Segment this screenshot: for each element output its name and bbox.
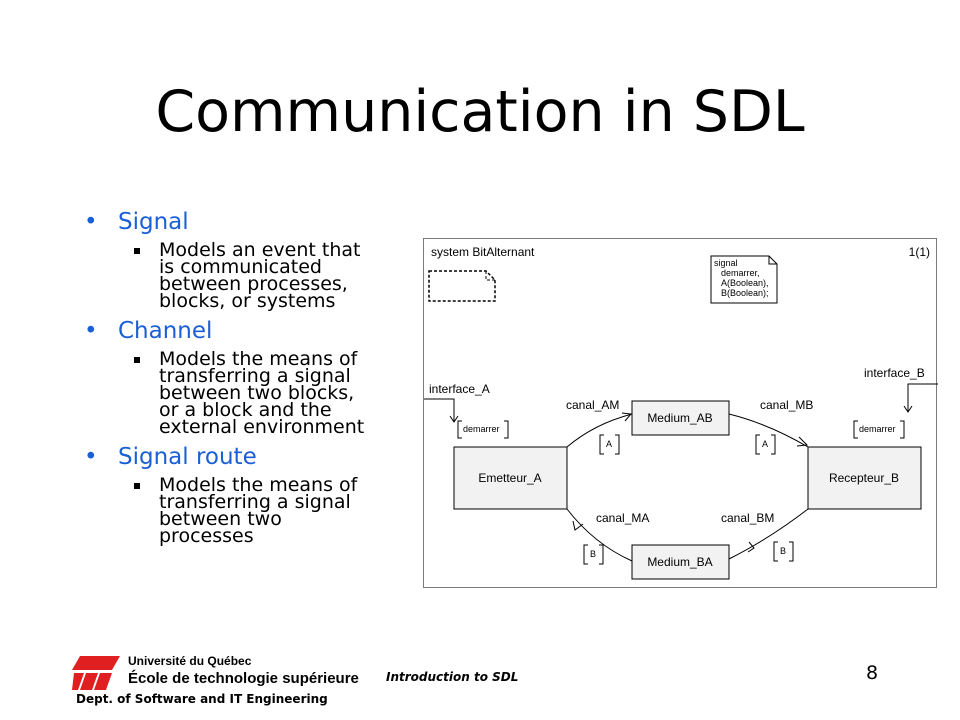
canal-ma-label: canal_MA <box>596 511 649 525</box>
sub-bullet-line: Models the means of <box>159 474 358 496</box>
slide-title: Communication in SDL <box>155 79 805 145</box>
bullet-label: Channel <box>84 316 404 346</box>
signal-list-text: A <box>762 439 768 449</box>
block-recepteur-b: Recepteur_B <box>807 446 922 510</box>
sub-bullet-line: blocks, or systems <box>159 290 336 312</box>
signal-declaration-note: signal demarrer, A(Boolean), B(Boolean); <box>710 255 778 304</box>
bullet-signal: Signal Models an event that is communica… <box>84 207 404 312</box>
sub-bullet-line: or a block and the <box>159 399 332 421</box>
sub-bullet: Models the means of transferring a signa… <box>84 348 404 438</box>
page-ref: 1(1) <box>909 245 930 259</box>
block-label: Medium_AB <box>647 411 712 425</box>
block-medium-ba: Medium_BA <box>631 544 730 580</box>
signal-list-a-left: A <box>599 434 620 455</box>
signal-list-b-left: B <box>583 544 604 565</box>
canal-mb-label: canal_MB <box>760 398 813 412</box>
package-symbol <box>428 270 496 302</box>
channel-canal-bm <box>728 508 809 560</box>
sub-bullet-line: external environment <box>159 416 365 438</box>
ets-logo-icon <box>72 656 120 690</box>
interface-a-label: interface_A <box>429 382 490 396</box>
block-medium-ab: Medium_AB <box>631 400 730 436</box>
sub-bullet-line: processes <box>159 525 254 547</box>
signal-list-a-right: A <box>755 434 776 455</box>
signal-list-text: demarrer <box>859 424 896 434</box>
signal-list-demarrer-b: demarrer <box>853 420 905 439</box>
sub-bullet-line: between two blocks, <box>159 382 355 404</box>
block-label: Emetteur_A <box>478 471 541 485</box>
channel-canal-am <box>566 412 633 448</box>
sdl-diagram-canvas: system BitAlternant 1(1) signal demarrer… <box>424 245 938 580</box>
block-label: Medium_BA <box>647 555 712 569</box>
bullet-list: Signal Models an event that is communica… <box>84 207 404 551</box>
school-name: École de technologie supérieure <box>128 670 359 687</box>
sub-bullet: Models an event that is communicated bet… <box>84 239 404 312</box>
signal-list-text: B <box>590 549 596 559</box>
signal-list-text: demarrer <box>463 424 500 434</box>
bullet-label: Signal route <box>84 442 404 472</box>
channel-canal-ma <box>566 508 633 562</box>
channel-canal-mb <box>728 413 809 448</box>
sub-bullet-line: Models the means of <box>159 348 358 370</box>
signal-declaration-text: signal demarrer, A(Boolean), B(Boolean); <box>714 258 771 298</box>
signal-list-demarrer-a: demarrer <box>457 420 509 439</box>
signal-list-b-right: B <box>773 541 794 562</box>
department-name: Dept. of Software and IT Engineering <box>76 692 328 706</box>
sub-bullet-line: transferring a signal <box>159 365 351 387</box>
interface-b-channel <box>903 383 938 413</box>
sub-bullet-line: between processes, <box>159 273 348 295</box>
sub-bullet-line: between two <box>159 508 282 530</box>
sdl-diagram: system BitAlternant 1(1) signal demarrer… <box>423 238 938 588</box>
interface-a-channel <box>424 398 459 423</box>
signal-list-text: B <box>780 546 786 556</box>
university-name: Université du Québec <box>128 654 252 668</box>
canal-am-label: canal_AM <box>566 398 619 412</box>
block-emetteur-a: Emetteur_A <box>453 446 568 510</box>
interface-b-label: interface_B <box>864 366 925 380</box>
sub-bullet: Models the means of transferring a signa… <box>84 474 404 547</box>
bullet-channel: Channel Models the means of transferring… <box>84 316 404 438</box>
canal-bm-label: canal_BM <box>721 511 774 525</box>
signal-list-text: A <box>606 439 612 449</box>
sub-bullet-line: transferring a signal <box>159 491 351 513</box>
block-label: Recepteur_B <box>829 471 899 485</box>
page-number: 8 <box>866 662 879 684</box>
bullet-label: Signal <box>84 207 404 237</box>
bullet-signal-route: Signal route Models the means of transfe… <box>84 442 404 547</box>
course-name: Introduction to SDL <box>386 670 519 684</box>
sub-bullet-line: Models an event that <box>159 239 361 261</box>
system-name: system BitAlternant <box>431 245 535 259</box>
sub-bullet-line: is communicated <box>159 256 322 278</box>
